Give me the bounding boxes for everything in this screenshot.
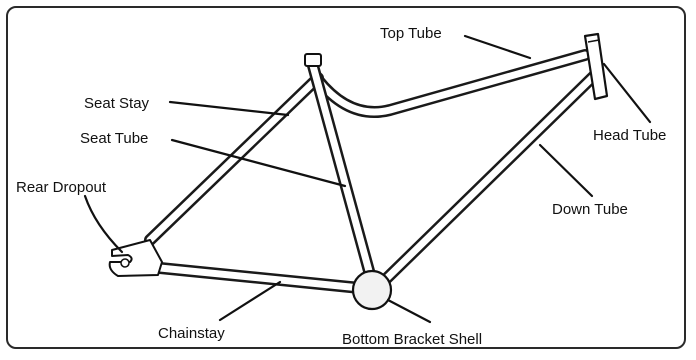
leader-seat-tube <box>170 138 347 188</box>
bottom-bracket-shell <box>351 269 393 311</box>
rear-dropout <box>108 239 163 277</box>
seat-stay-tube <box>144 72 324 246</box>
top-tube <box>312 49 591 118</box>
label-seat-tube: Seat Tube <box>80 130 148 147</box>
leader-bottom-bracket <box>386 298 432 324</box>
seat-post-top <box>304 53 322 67</box>
label-seat-stay: Seat Stay <box>84 95 150 112</box>
seat-tube <box>306 56 378 288</box>
label-down-tube: Down Tube <box>552 201 628 218</box>
head-tube <box>583 32 609 101</box>
label-chainstay: Chainstay <box>158 325 225 342</box>
leader-rear-dropout <box>83 194 124 254</box>
leader-down-tube <box>538 143 594 198</box>
leader-chainstay <box>218 280 282 322</box>
chainstay-tube <box>154 262 366 294</box>
label-bottom-bracket-shell: Bottom Bracket Shell <box>342 331 482 348</box>
label-rear-dropout: Rear Dropout <box>16 179 107 196</box>
diagram-border <box>6 6 686 349</box>
label-top-tube: Top Tube <box>380 25 442 42</box>
leader-head-tube <box>602 62 652 124</box>
down-tube <box>379 66 604 286</box>
label-head-tube: Head Tube <box>593 127 666 144</box>
leader-seat-stay <box>168 100 290 117</box>
leader-top-tube <box>463 34 532 60</box>
